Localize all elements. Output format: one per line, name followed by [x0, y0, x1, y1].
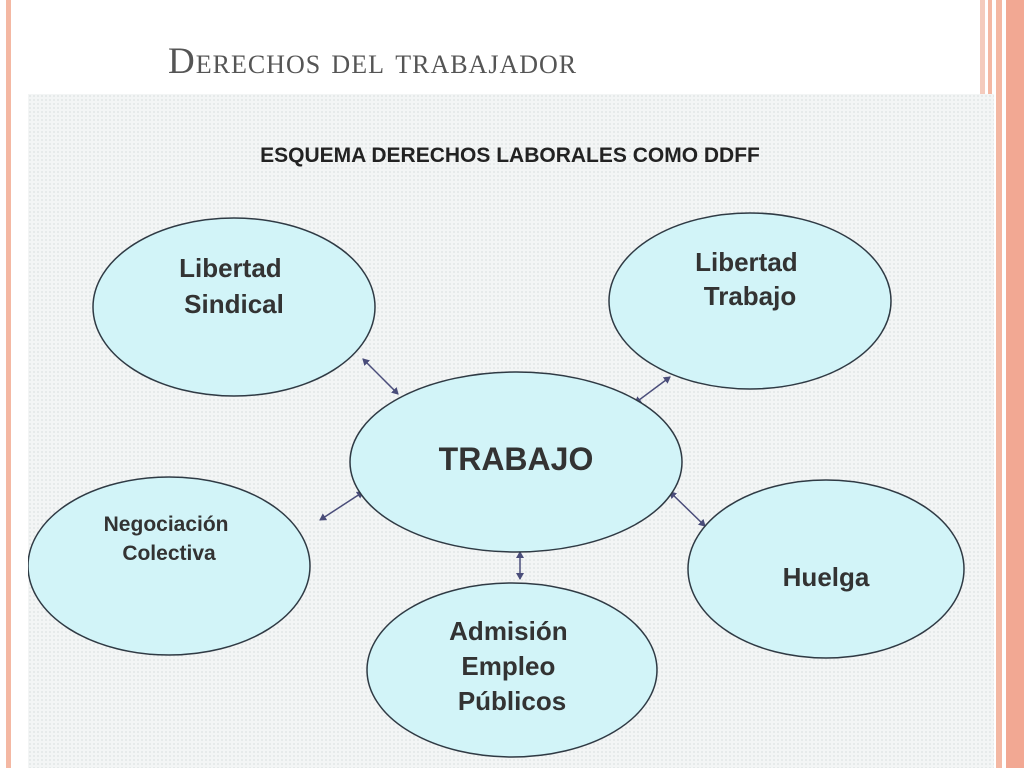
rights-scheme-diagram: ESQUEMA DERECHOS LABORALES COMO DDFF Lib… [28, 144, 965, 758]
svg-text:TRABAJO: TRABAJO [439, 441, 594, 477]
node-label-line: TRABAJO [439, 441, 594, 477]
svg-text:Huelga: Huelga [783, 562, 870, 592]
node-label-line: Libertad [179, 253, 282, 283]
node-trabajo-center: TRABAJO [349, 371, 683, 553]
node-label-line: Huelga [783, 562, 870, 592]
node-admision-empleo: Admisión Empleo Públicos [366, 582, 658, 758]
svg-text:Admisión Empleo: Admisión Empleo Públicos [449, 616, 575, 716]
arrow-negociacion-colectiva [319, 491, 364, 521]
node-libertad-sindical: Libertad Sindical [92, 217, 376, 397]
node-label-line: Colectiva [122, 542, 216, 565]
diagram-heading: ESQUEMA DERECHOS LABORALES COMO DDFF [260, 144, 760, 167]
arrow-huelga [669, 491, 706, 527]
node-label-line: Públicos [458, 686, 566, 716]
slide-title: Derechos del trabajador [168, 41, 578, 82]
node-label-line: Admisión [449, 616, 567, 646]
node-label-line: Empleo [461, 651, 555, 681]
node-label-line: Sindical [184, 289, 284, 319]
node-label-line: Negociación [104, 513, 229, 536]
svg-text:Libertad Trabajo: Libertad Trabajo [695, 247, 805, 311]
slide-left-accent-border [6, 0, 11, 768]
svg-text:Libertad Sindical: Libertad Sindical [179, 253, 289, 319]
arrow-libertad-sindical [362, 358, 399, 395]
arrow-libertad-trabajo [634, 376, 671, 404]
connector-arrows [319, 358, 706, 580]
svg-text:Negociación Colectiva: Negociación Colectiva [104, 513, 235, 565]
node-huelga: Huelga [687, 479, 965, 659]
diagram-panel: ESQUEMA DERECHOS LABORALES COMO DDFF Lib… [28, 94, 994, 768]
node-libertad-trabajo: Libertad Trabajo [608, 212, 892, 390]
node-label-line: Libertad [695, 247, 798, 277]
node-label-line: Trabajo [704, 281, 796, 311]
node-negociacion-colectiva: Negociación Colectiva [28, 476, 311, 656]
